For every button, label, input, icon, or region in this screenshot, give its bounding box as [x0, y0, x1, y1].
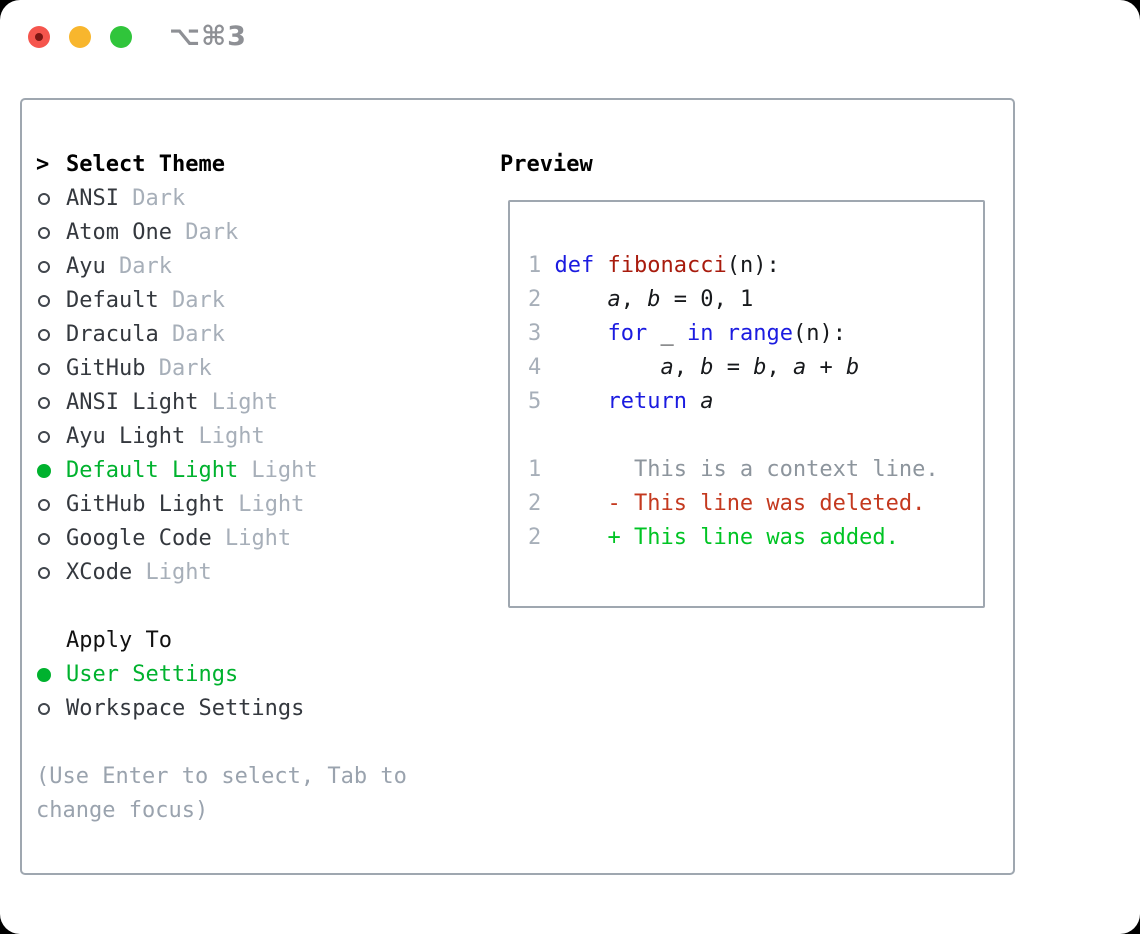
zoom-button[interactable]: [110, 26, 132, 48]
radio-icon: [36, 193, 66, 205]
diff-line-added: 2 + This line was added.: [528, 525, 899, 550]
theme-option-default[interactable]: Default Dark: [36, 284, 486, 318]
close-button[interactable]: [28, 26, 50, 48]
theme-option-ayu-light[interactable]: Ayu Light Light: [36, 420, 486, 454]
spacer: [36, 726, 486, 760]
preview-pane: 1 def fibonacci(n): 2 a, b = 0, 1 3 for _ …: [508, 200, 985, 608]
radio-icon: [36, 329, 66, 341]
theme-option-dracula[interactable]: Dracula Dark: [36, 318, 486, 352]
option-label: Ayu Light: [66, 424, 186, 449]
theme-option-github-light[interactable]: GitHub Light Light: [36, 488, 486, 522]
theme-option-default-light[interactable]: Default Light Light: [36, 454, 486, 488]
theme-option-ansi[interactable]: ANSI Dark: [36, 182, 486, 216]
variant-label: Dark: [145, 356, 212, 381]
apply-option-user-settings[interactable]: User Settings: [36, 658, 486, 692]
main-panel-border: [20, 98, 1015, 875]
option-label: Ayu: [66, 254, 106, 279]
option-label: GitHub: [66, 356, 146, 381]
radio-icon: [36, 499, 66, 511]
diff-line-deleted: 2 - This line was deleted.: [528, 491, 926, 516]
variant-label: Dark: [105, 254, 172, 279]
theme-option-xcode[interactable]: XCode Light: [36, 556, 486, 590]
radio-icon: [36, 567, 66, 579]
option-label: ANSI Light: [66, 390, 199, 415]
window-title: ⌥⌘3: [169, 21, 247, 52]
radio-icon: [36, 363, 66, 375]
apply-option-workspace-settings[interactable]: Workspace Settings: [36, 692, 486, 726]
variant-label: Dark: [171, 220, 239, 245]
select-theme-title: Select Theme: [66, 152, 225, 177]
code-line: 2 a, b = 0, 1: [528, 287, 754, 312]
radio-icon: [36, 703, 66, 715]
option-label: ANSI: [66, 186, 119, 211]
code-line: 5 return a: [528, 389, 714, 414]
theme-option-ansi-light[interactable]: ANSI Light Light: [36, 386, 486, 420]
radio-selected-icon: [36, 464, 66, 478]
code-line: 3 for _ in range(n):: [528, 321, 846, 346]
traffic-lights: [28, 26, 132, 48]
apply-to-header-row: Apply To: [36, 624, 486, 658]
radio-icon: [36, 227, 66, 239]
variant-label: Dark: [158, 288, 225, 313]
radio-icon: [36, 431, 66, 443]
radio-icon: [36, 295, 66, 307]
variant-label: Light: [224, 492, 305, 517]
apply-to-title: Apply To: [66, 628, 172, 653]
option-label: Default Light: [66, 458, 239, 483]
theme-option-google-code[interactable]: Google Code Light: [36, 522, 486, 556]
theme-option-ayu[interactable]: Ayu Dark: [36, 250, 486, 284]
radio-icon: [36, 397, 66, 409]
code-line: 1 def fibonacci(n):: [528, 253, 780, 278]
option-label: Workspace Settings: [66, 696, 305, 721]
variant-label: Light: [185, 424, 265, 449]
option-label: XCode: [66, 560, 133, 585]
variant-label: Dark: [118, 186, 186, 211]
variant-label: Light: [198, 390, 278, 415]
option-label: Dracula: [66, 322, 159, 347]
variant-label: Light: [238, 458, 318, 483]
variant-label: Dark: [158, 322, 225, 347]
diff-line-context: 1 This is a context line.: [528, 457, 939, 482]
option-label: User Settings: [66, 662, 239, 687]
select-theme-header-row: > Select Theme: [36, 148, 486, 182]
code-line: 4 a, b = b, a + b: [528, 355, 860, 380]
spacer: [36, 590, 486, 624]
keyboard-hint: (Use Enter to select, Tab to change focu…: [36, 764, 407, 823]
theme-option-atom-one[interactable]: Atom One Dark: [36, 216, 486, 250]
radio-selected-icon: [36, 668, 66, 682]
preview-title: Preview: [500, 152, 593, 177]
option-label: GitHub Light: [66, 492, 225, 517]
option-label: Google Code: [66, 526, 212, 551]
titlebar: ⌥⌘3: [0, 0, 1140, 72]
prompt-arrow-icon: >: [36, 152, 50, 177]
option-label: Default: [66, 288, 159, 313]
option-label: Atom One: [66, 220, 172, 245]
radio-icon: [36, 261, 66, 273]
theme-option-github[interactable]: GitHub Dark: [36, 352, 486, 386]
variant-label: Light: [132, 560, 212, 585]
code-preview: 1 def fibonacci(n): 2 a, b = 0, 1 3 for _ …: [528, 249, 939, 555]
radio-icon: [36, 533, 66, 545]
minimize-button[interactable]: [69, 26, 91, 48]
close-modified-dot-icon: [35, 33, 43, 41]
blank-line: [528, 419, 939, 453]
variant-label: Light: [211, 526, 292, 551]
